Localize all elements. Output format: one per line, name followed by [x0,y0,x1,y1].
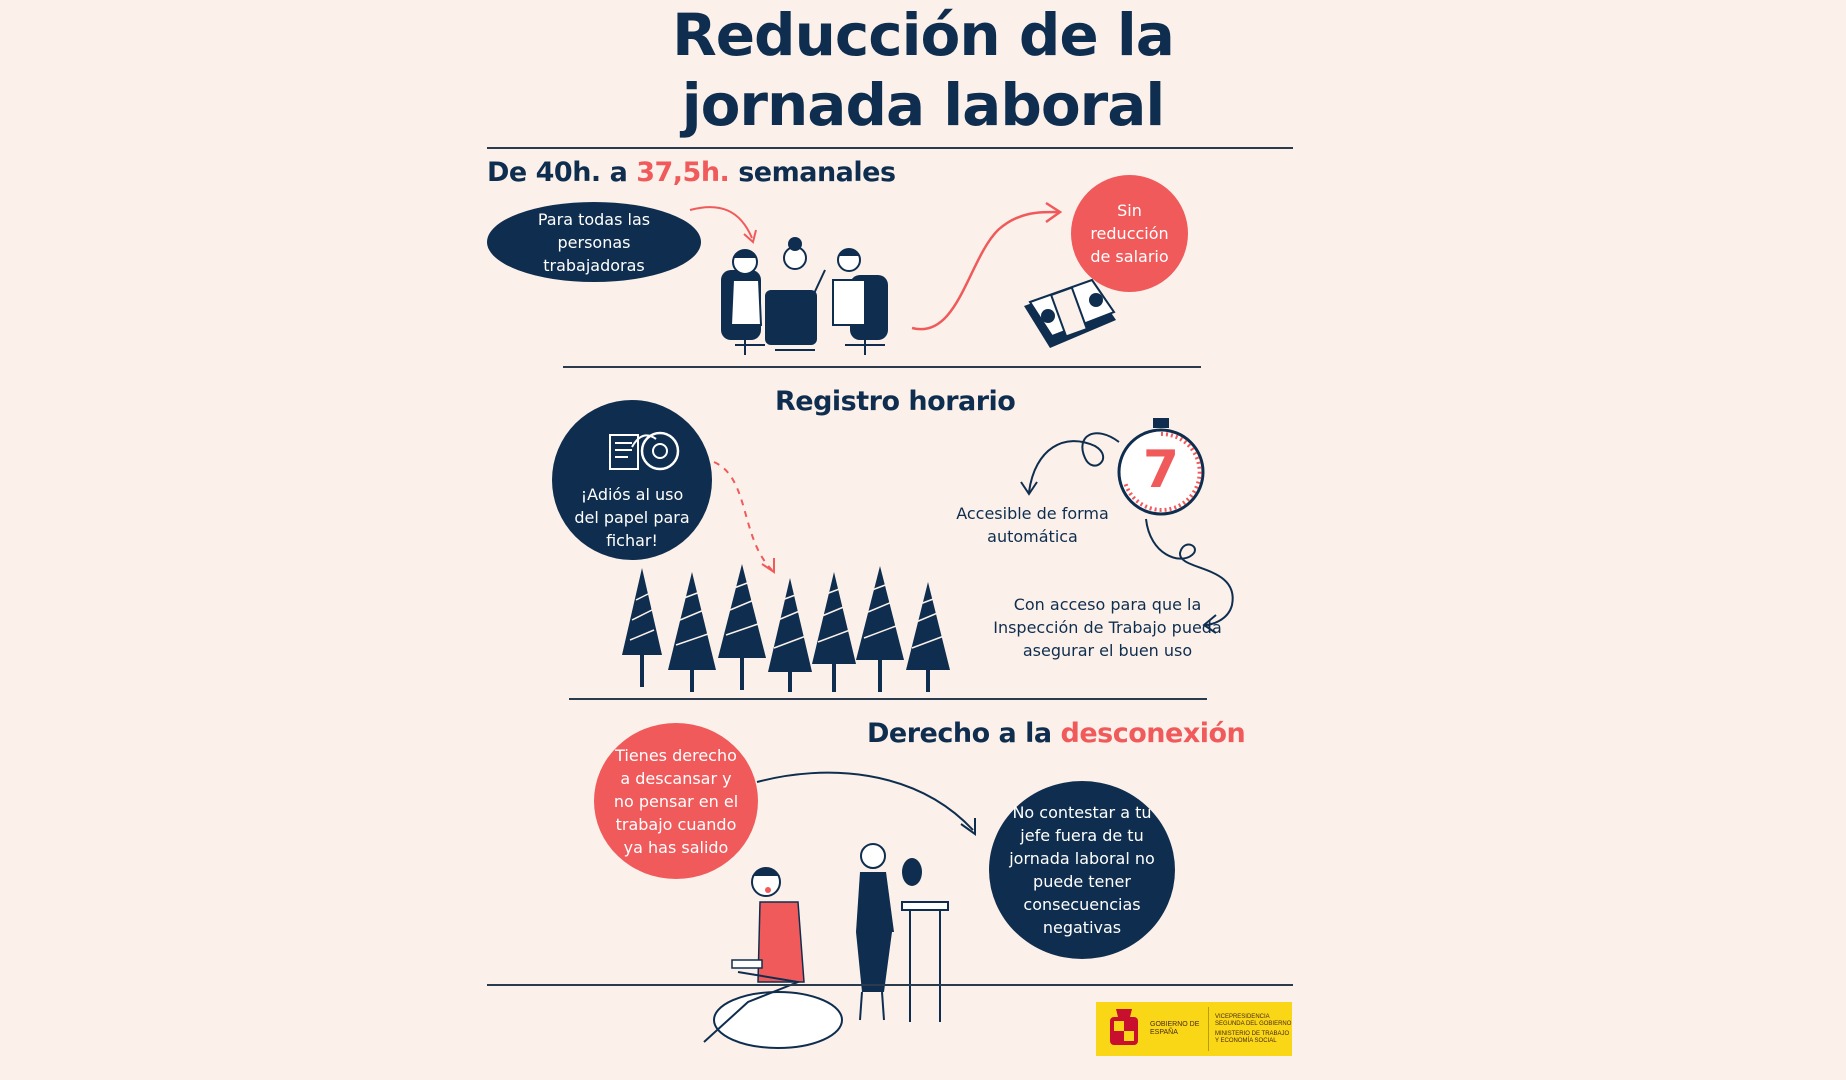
heading-hours-highlight: 37,5h. [636,157,730,188]
curly-arrow-inspection-icon [1145,518,1234,634]
stopwatch-number: 7 [1142,440,1180,500]
bubble-goodbye-paper-text: ¡Adiós al uso del papel para fichar! [574,484,690,550]
note-labour-inspection: Con acceso para que la Inspección de Tra… [993,595,1222,660]
logo-ministry-text: VICEPRESIDENCIA SEGUNDA DEL GOBIERNO MIN… [1215,1014,1292,1045]
page-title: Reducción de la jornada laboral [0,0,1846,140]
money-stack-icon [1024,278,1116,348]
logo-ministry: MINISTERIO DE TRABAJO Y ECONOMÍA SOCIAL [1214,1030,1290,1044]
section-heading-time-registry: Registro horario [775,386,1016,417]
dashed-arrow-to-trees-icon [713,461,775,574]
heading-hours-part2: semanales [729,157,896,188]
note-automatic-access: Accesible de forma automática [956,504,1109,546]
bubble-right-to-rest: Tienes derecho a descansar y no pensar e… [594,723,758,879]
logo-separator [1208,1007,1209,1051]
bubble-all-workers: Para todas las personas trabajadoras [487,202,701,282]
bubble-no-salary-reduction: Sin reducción de salario [1071,175,1188,292]
meeting-illustration-icon [721,237,888,355]
stopwatch-icon [1117,418,1205,516]
section-heading-hours: De 40h. a 37,5h. semanales [487,157,896,188]
bubble-goodbye-paper: ¡Adiós al uso del papel para fichar! [552,400,712,560]
arrow-to-meeting-icon [689,206,757,244]
curly-arrow-auto-icon [1020,432,1120,496]
arrow-to-boss-bubble-icon [756,771,976,836]
coat-of-arms-icon [1110,1009,1138,1045]
divider-section1 [563,366,1201,368]
logo-vicepresidency: VICEPRESIDENCIA SEGUNDA DEL GOBIERNO [1214,1013,1292,1027]
divider-section2 [569,698,1207,700]
resting-people-illustration-icon [703,843,949,1049]
forest-trees-icon [622,564,950,692]
section-heading-disconnection: Derecho a la desconexión [867,718,1246,749]
bubble-no-negative-consequences: No contestar a tu jefe fuera de tu jorna… [989,781,1175,959]
paper-forbidden-icon [609,431,680,470]
heading-hours-part1: De 40h. a [487,157,637,188]
logo-government-text: GOBIERNO DE ESPAÑA [1150,1021,1200,1036]
heading-disconnection-part1: Derecho a la [867,718,1061,749]
divider-top [487,147,1293,149]
government-logo: GOBIERNO DE ESPAÑA VICEPRESIDENCIA SEGUN… [1096,1002,1292,1056]
title-line-1: Reducción de la [672,1,1175,69]
title-line-2: jornada laboral [681,71,1166,139]
heading-disconnection-highlight: desconexión [1060,718,1246,749]
arrow-to-salary-icon [911,201,1063,331]
divider-bottom [487,984,1293,986]
